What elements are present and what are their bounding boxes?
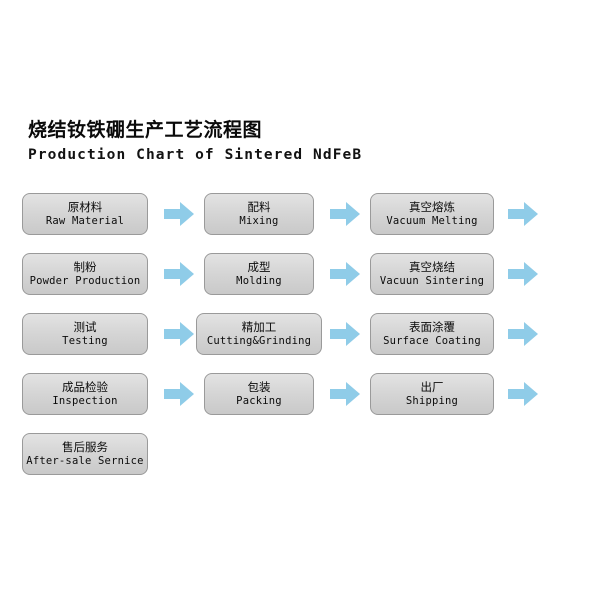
arrow-right-icon bbox=[508, 320, 538, 348]
arrow-right-icon bbox=[330, 260, 360, 288]
node-label-cn: 真空烧结 bbox=[409, 260, 455, 274]
node-label-cn: 包装 bbox=[247, 380, 271, 394]
process-node-packing[interactable]: 包装 Packing bbox=[204, 373, 314, 415]
flow-row: 售后服务 After-sale Sernice bbox=[0, 430, 600, 490]
node-label-cn: 售后服务 bbox=[62, 440, 108, 454]
node-label-en: Surface Coating bbox=[383, 335, 481, 347]
process-node-cutting-grinding[interactable]: 精加工 Cutting&Grinding bbox=[196, 313, 322, 355]
process-node-vacuum-melting[interactable]: 真空熔炼 Vacuum Melting bbox=[370, 193, 494, 235]
arrow-right-icon bbox=[164, 200, 194, 228]
node-label-cn: 出厂 bbox=[420, 380, 444, 394]
arrow-right-icon bbox=[508, 380, 538, 408]
process-node-surface-coating[interactable]: 表面涂覆 Surface Coating bbox=[370, 313, 494, 355]
node-label-en: Inspection bbox=[52, 395, 118, 407]
arrow-right-icon bbox=[164, 260, 194, 288]
arrow-right-icon bbox=[330, 320, 360, 348]
node-label-en: Testing bbox=[62, 335, 108, 347]
node-label-en: Raw Material bbox=[45, 215, 125, 227]
node-label-cn: 表面涂覆 bbox=[409, 320, 455, 334]
flow-row: 测试 Testing 精加工 Cutting&Grinding 表面涂覆 Sur… bbox=[0, 310, 600, 370]
node-label-en: After-sale Sernice bbox=[26, 455, 144, 467]
chart-title-cn: 烧结钕铁硼生产工艺流程图 bbox=[28, 119, 263, 141]
node-label-en: Shipping bbox=[405, 395, 459, 407]
flow-row: 制粉 Powder Production 成型 Molding 真空烧结 Vac… bbox=[0, 250, 600, 310]
node-label-en: Molding bbox=[236, 275, 282, 287]
node-label-en: Vacuum Melting bbox=[386, 215, 478, 227]
node-label-cn: 原材料 bbox=[67, 200, 103, 214]
process-node-molding[interactable]: 成型 Molding bbox=[204, 253, 314, 295]
process-node-vacuum-sintering[interactable]: 真空烧结 Vacuun Sintering bbox=[370, 253, 494, 295]
node-label-cn: 成品检验 bbox=[62, 380, 108, 394]
arrow-right-icon bbox=[508, 200, 538, 228]
arrow-right-icon bbox=[508, 260, 538, 288]
node-label-cn: 精加工 bbox=[241, 320, 277, 334]
process-node-shipping[interactable]: 出厂 Shipping bbox=[370, 373, 494, 415]
arrow-right-icon bbox=[330, 380, 360, 408]
node-label-cn: 测试 bbox=[73, 320, 97, 334]
arrow-right-icon bbox=[330, 200, 360, 228]
process-node-mixing[interactable]: 配料 Mixing bbox=[204, 193, 314, 235]
node-label-cn: 制粉 bbox=[73, 260, 97, 274]
node-label-en: Packing bbox=[236, 395, 282, 407]
process-node-after-sale-service[interactable]: 售后服务 After-sale Sernice bbox=[22, 433, 148, 475]
process-node-inspection[interactable]: 成品检验 Inspection bbox=[22, 373, 148, 415]
arrow-right-icon bbox=[164, 380, 194, 408]
chart-title-block: 烧结钕铁硼生产工艺流程图 Production Chart of Sintere… bbox=[28, 118, 362, 165]
node-label-en: Vacuun Sintering bbox=[379, 275, 485, 287]
node-label-en: Mixing bbox=[239, 215, 279, 227]
node-label-cn: 成型 bbox=[247, 260, 271, 274]
node-label-en: Powder Production bbox=[29, 275, 141, 287]
flow-row: 原材料 Raw Material 配料 Mixing 真空熔炼 Vacuum M… bbox=[0, 190, 600, 250]
node-label-en: Cutting&Grinding bbox=[206, 335, 312, 347]
process-node-raw-material[interactable]: 原材料 Raw Material bbox=[22, 193, 148, 235]
process-node-testing[interactable]: 测试 Testing bbox=[22, 313, 148, 355]
node-label-cn: 真空熔炼 bbox=[409, 200, 455, 214]
arrow-right-icon bbox=[164, 320, 194, 348]
process-flow: 原材料 Raw Material 配料 Mixing 真空熔炼 Vacuum M… bbox=[0, 190, 600, 490]
node-label-cn: 配料 bbox=[247, 200, 271, 214]
flow-row: 成品检验 Inspection 包装 Packing 出厂 Shipping bbox=[0, 370, 600, 430]
chart-title-en: Production Chart of Sintered NdFeB bbox=[28, 147, 363, 163]
process-node-powder-production[interactable]: 制粉 Powder Production bbox=[22, 253, 148, 295]
